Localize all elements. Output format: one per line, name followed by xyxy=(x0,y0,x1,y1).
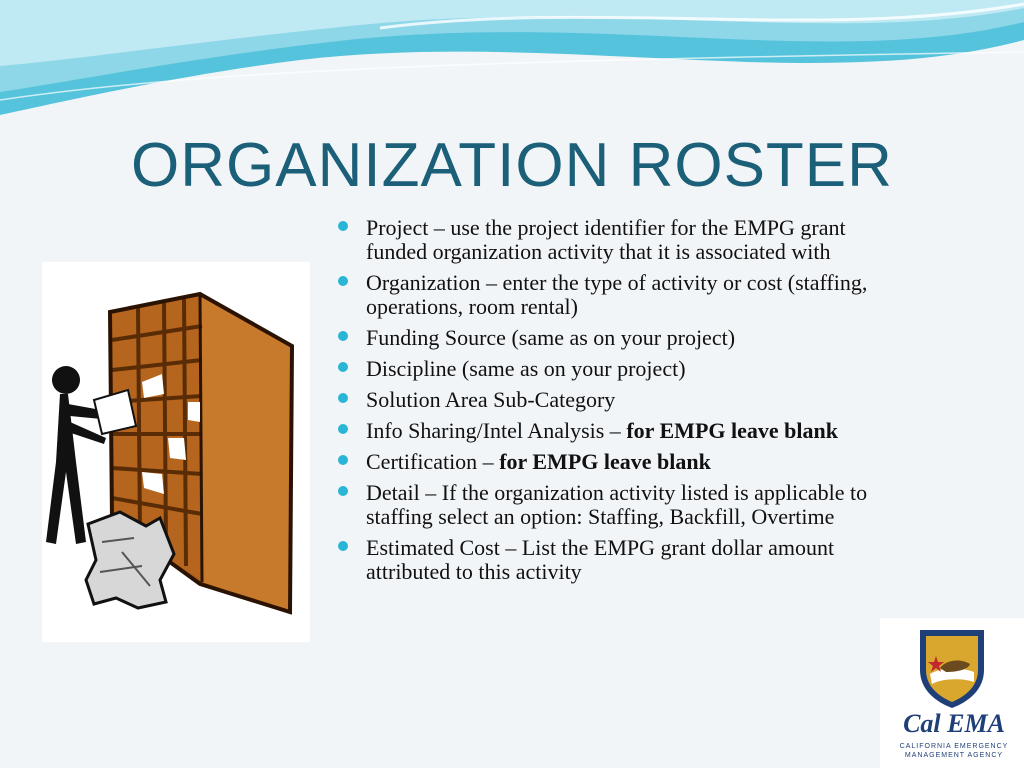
bullet-icon xyxy=(338,424,348,434)
bullet-item-certification: Certification – for EMPG leave blank xyxy=(338,450,898,474)
bullet-text: Discipline (same as on your project) xyxy=(366,356,686,381)
header-wave-decoration xyxy=(0,0,1024,115)
bullet-item-organization: Organization – enter the type of activit… xyxy=(338,271,898,319)
person-filing-papers-icon xyxy=(42,262,310,642)
bullet-icon xyxy=(338,455,348,465)
logo-wordmark: Cal EMA xyxy=(903,709,1005,738)
cal-ema-logo: Cal EMA CALIFORNIA EMERGENCY MANAGEMENT … xyxy=(880,618,1024,768)
bullet-item-detail: Detail – If the organization activity li… xyxy=(338,481,898,529)
bullet-text: Solution Area Sub-Category xyxy=(366,387,616,412)
logo-subtitle: CALIFORNIA EMERGENCY MANAGEMENT AGENCY xyxy=(899,743,1009,759)
bullet-item-project: Project – use the project identifier for… xyxy=(338,216,898,264)
bullet-list: Project – use the project identifier for… xyxy=(338,216,898,591)
bullet-icon xyxy=(338,331,348,341)
bullet-text: Info Sharing/Intel Analysis – xyxy=(366,418,627,443)
slide-title: ORGANIZATION ROSTER xyxy=(131,131,893,200)
bullet-icon xyxy=(338,541,348,551)
bullet-text: Estimated Cost – List the EMPG grant dol… xyxy=(366,535,835,584)
bullet-bold-text: for EMPG leave blank xyxy=(626,418,838,443)
bullet-icon xyxy=(338,486,348,496)
bullet-text: Organization – enter the type of activit… xyxy=(366,270,868,319)
shield-icon xyxy=(920,630,984,708)
bullet-icon xyxy=(338,393,348,403)
bullet-icon xyxy=(338,276,348,286)
bullet-item-info-sharing: Info Sharing/Intel Analysis – for EMPG l… xyxy=(338,419,898,443)
bullet-icon xyxy=(338,362,348,372)
bullet-bold-text: for EMPG leave blank xyxy=(499,449,711,474)
bullet-icon xyxy=(338,221,348,231)
bullet-text: Detail – If the organization activity li… xyxy=(366,480,868,529)
bullet-text: Project – use the project identifier for… xyxy=(366,215,846,264)
bullet-text: Certification – xyxy=(366,449,500,474)
bullet-text: Funding Source (same as on your project) xyxy=(366,325,736,350)
bullet-item-solution-area: Solution Area Sub-Category xyxy=(338,388,898,412)
bullet-item-discipline: Discipline (same as on your project) xyxy=(338,357,898,381)
bullet-item-funding-source: Funding Source (same as on your project) xyxy=(338,326,898,350)
bullet-item-estimated-cost: Estimated Cost – List the EMPG grant dol… xyxy=(338,536,898,584)
